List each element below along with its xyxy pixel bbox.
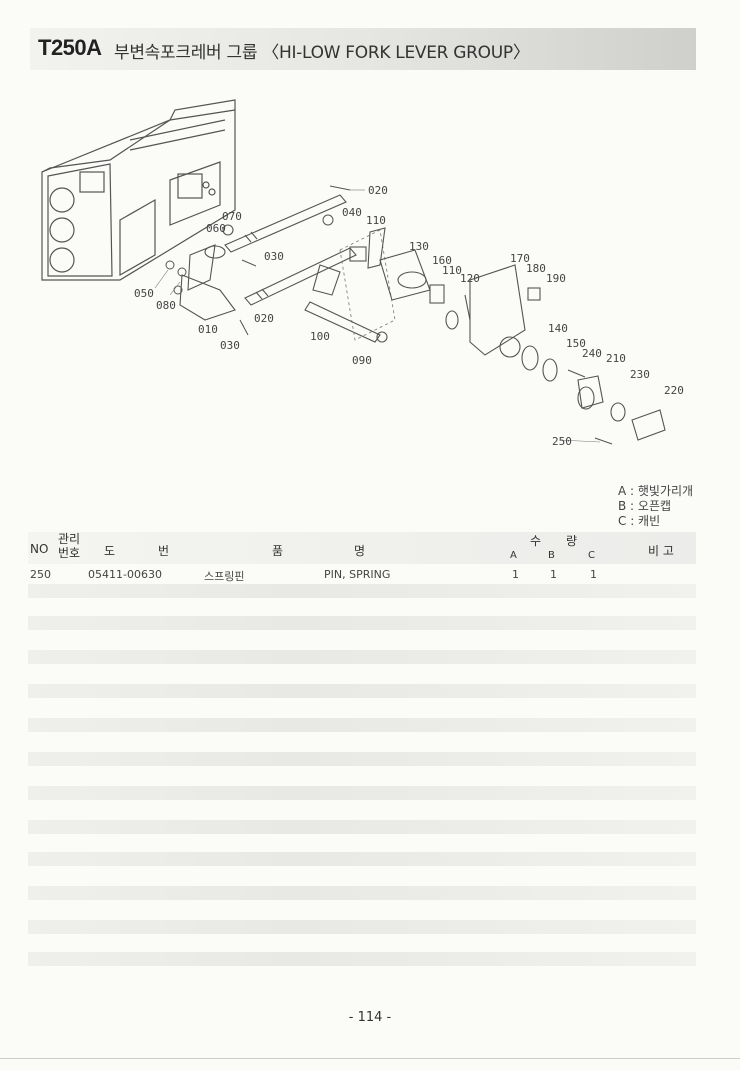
- header-mgmt-2: 번호: [58, 546, 81, 560]
- table-row-stripe: [28, 684, 696, 698]
- callout-label: 250: [552, 435, 572, 448]
- header-remark: 비 고: [648, 544, 674, 558]
- table-row-stripe: [28, 718, 696, 732]
- callout-label: 080: [156, 299, 176, 312]
- cover-170: [464, 264, 541, 358]
- header-mgmt: 관리: [58, 532, 81, 546]
- callout-label: 120: [460, 272, 480, 285]
- group-title: 부변속포크레버 그룹 〈HI-LOW FORK LEVER GROUP〉: [114, 43, 530, 63]
- transmission-housing: [41, 99, 236, 281]
- callout-label: 030: [264, 250, 284, 263]
- callout-label: 190: [546, 272, 566, 285]
- callout-label: 020: [254, 312, 274, 325]
- parts-table-header: NO 관리 번호 도 번 품 명 수 량 A B C 비 고: [28, 532, 696, 564]
- exploded-parts-diagram: 020 040 110 070 060 030 130 160 170 180 …: [41, 99, 684, 448]
- header-qty-a: 수: [530, 534, 542, 548]
- group-code: T250A: [38, 35, 102, 60]
- legend-a: A : 햇빛가리개: [618, 484, 694, 498]
- callout-label: 010: [198, 323, 218, 336]
- cell-qty-c: 1: [590, 568, 597, 581]
- lower-fork-shaft: [179, 247, 357, 321]
- page-number: - 114 -: [348, 1010, 392, 1025]
- cell-no: 250: [30, 568, 51, 581]
- callout-label: 210: [606, 352, 626, 365]
- header-drawing-a: 도: [104, 544, 116, 558]
- header-col-b: B: [548, 550, 555, 561]
- callout-label: 140: [548, 322, 568, 335]
- callout-label: 130: [409, 240, 429, 253]
- header-drawing-b: 번: [158, 544, 170, 558]
- cell-qty-a: 1: [512, 568, 519, 581]
- table-row-stripe: [28, 786, 696, 800]
- callout-label: 070: [222, 210, 242, 223]
- callout-label: 180: [526, 262, 546, 275]
- legend-c: C : 캐빈: [618, 514, 661, 528]
- table-row-stripe: [28, 616, 696, 630]
- header-col-a: A: [510, 550, 517, 561]
- table-row-stripe: [28, 852, 696, 866]
- callout-label: 160: [432, 254, 452, 267]
- upper-fork-shaft: [187, 194, 347, 291]
- header-name-a: 품: [272, 544, 284, 558]
- table-row-stripe: [28, 886, 696, 900]
- callout-label: 100: [310, 330, 330, 343]
- callout-label: 110: [366, 214, 386, 227]
- cell-name-en: PIN, SPRING: [324, 568, 391, 581]
- callout-labels: 020 040 110 070 060 030 130 160 170 180 …: [134, 184, 684, 448]
- header-qty-b: 량: [566, 534, 578, 548]
- callout-label: 230: [630, 368, 650, 381]
- header-col-c: C: [588, 550, 595, 561]
- cell-name-ko: 스프링핀: [204, 570, 245, 583]
- shaft-130: [349, 227, 459, 330]
- header-no: NO: [30, 542, 49, 556]
- callout-label: 050: [134, 287, 154, 300]
- callout-label: 020: [368, 184, 388, 197]
- callout-label: 030: [220, 339, 240, 352]
- table-row-stripe: [28, 650, 696, 664]
- vehicle-type-legend: A : 햇빛가리개 B : 오픈캡 C : 캐빈: [618, 484, 693, 529]
- callout-label: 040: [342, 206, 362, 219]
- legend-b: B : 오픈캡: [618, 499, 672, 513]
- lever-100: [304, 264, 388, 343]
- table-row-stripe: [28, 820, 696, 834]
- callout-label: 060: [206, 222, 226, 235]
- page-header: T250A 부변속포크레버 그룹 〈HI-LOW FORK LEVER GROU…: [30, 28, 696, 70]
- header-name-b: 명: [354, 544, 366, 558]
- callout-label: 220: [664, 384, 684, 397]
- table-row: 250 05411-00630 스프링핀 PIN, SPRING 1 1 1: [28, 566, 696, 584]
- table-row-stripe: [28, 952, 696, 966]
- cell-qty-b: 1: [550, 568, 557, 581]
- callout-label: 170: [510, 252, 530, 265]
- callout-label: 150: [566, 337, 586, 350]
- table-row-stripe: [28, 920, 696, 934]
- right-side-parts: [521, 345, 666, 445]
- table-row-stripe: [28, 584, 696, 598]
- footer-rule: [0, 1058, 740, 1059]
- callout-label: 240: [582, 347, 602, 360]
- callout-label: 090: [352, 354, 372, 367]
- table-row-stripe: [28, 752, 696, 766]
- callout-label: 110: [442, 264, 462, 277]
- cell-part-number: 05411-00630: [88, 568, 162, 581]
